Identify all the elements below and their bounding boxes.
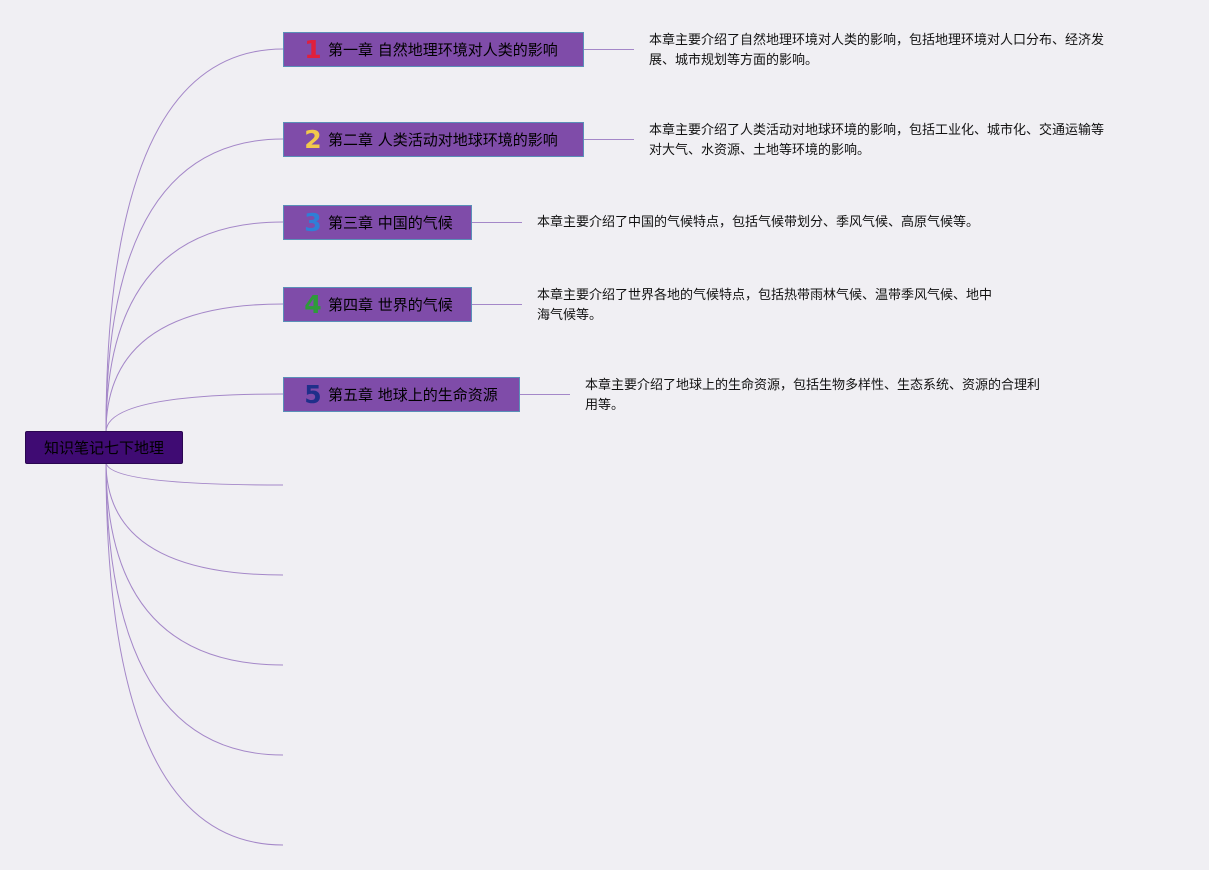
description-line: 展、城市规划等方面的影响。 — [649, 53, 819, 68]
root-node[interactable]: 知识笔记七下地理 — [25, 431, 183, 464]
topic-description-5[interactable]: 本章主要介绍了地球上的生命资源，包括生物多样性、生态系统、资源的合理利 用等。 — [585, 376, 1085, 416]
branch-link-8 — [105, 461, 284, 666]
topic-description-3[interactable]: 本章主要介绍了中国的气候特点，包括气候带划分、季风气候、高原气候等。 — [537, 213, 1037, 233]
branch-link-3 — [105, 221, 284, 433]
number-4-icon: 4 — [304, 290, 322, 319]
branch-link-6 — [105, 461, 284, 486]
topic-node-1[interactable]: 1 第一章 自然地理环境对人类的影响 — [283, 32, 584, 67]
topic-connector — [584, 49, 634, 50]
description-line: 对大气、水资源、土地等环境的影响。 — [649, 143, 871, 158]
topic-label: 第三章 中国的气候 — [328, 214, 453, 232]
branch-link-1 — [105, 48, 284, 433]
topic-label: 第一章 自然地理环境对人类的影响 — [328, 41, 558, 59]
topic-description-4[interactable]: 本章主要介绍了世界各地的气候特点，包括热带雨林气候、温带季风气候、地中 海气候等… — [537, 286, 1037, 326]
description-line: 本章主要介绍了人类活动对地球环境的影响，包括工业化、城市化、交通运输等 — [649, 123, 1105, 138]
topic-description-2[interactable]: 本章主要介绍了人类活动对地球环境的影响，包括工业化、城市化、交通运输等 对大气、… — [649, 121, 1149, 161]
number-1-icon: 1 — [304, 35, 322, 64]
description-line: 本章主要介绍了地球上的生命资源，包括生物多样性、生态系统、资源的合理利 — [585, 378, 1041, 393]
description-line: 本章主要介绍了自然地理环境对人类的影响，包括地理环境对人口分布、经济发 — [649, 33, 1105, 48]
branch-link-10 — [105, 461, 284, 846]
topic-node-2[interactable]: 2 第二章 人类活动对地球环境的影响 — [283, 122, 584, 157]
branch-link-4 — [105, 303, 284, 433]
number-3-icon: 3 — [304, 208, 322, 237]
topic-node-5[interactable]: 5 第五章 地球上的生命资源 — [283, 377, 520, 412]
topic-node-3[interactable]: 3 第三章 中国的气候 — [283, 205, 472, 240]
description-line: 本章主要介绍了中国的气候特点，包括气候带划分、季风气候、高原气候等。 — [537, 215, 980, 230]
topic-description-1[interactable]: 本章主要介绍了自然地理环境对人类的影响，包括地理环境对人口分布、经济发 展、城市… — [649, 31, 1149, 71]
branch-link-7 — [105, 461, 284, 576]
number-5-icon: 5 — [304, 380, 322, 409]
description-line: 用等。 — [585, 398, 625, 413]
topic-connector — [472, 304, 522, 305]
topic-node-4[interactable]: 4 第四章 世界的气候 — [283, 287, 472, 322]
topic-connector — [584, 139, 634, 140]
topic-label: 第四章 世界的气候 — [328, 296, 453, 314]
branch-link-5 — [105, 393, 284, 433]
topic-label: 第五章 地球上的生命资源 — [328, 386, 498, 404]
topic-connector — [472, 222, 522, 223]
topic-label: 第二章 人类活动对地球环境的影响 — [328, 131, 558, 149]
description-line: 本章主要介绍了世界各地的气候特点，包括热带雨林气候、温带季风气候、地中 — [537, 288, 993, 303]
root-label: 知识笔记七下地理 — [43, 439, 164, 457]
number-2-icon: 2 — [304, 125, 322, 154]
branch-link-9 — [105, 461, 284, 756]
branch-link-2 — [105, 138, 284, 433]
topic-connector — [520, 394, 570, 395]
description-line: 海气候等。 — [537, 308, 603, 323]
